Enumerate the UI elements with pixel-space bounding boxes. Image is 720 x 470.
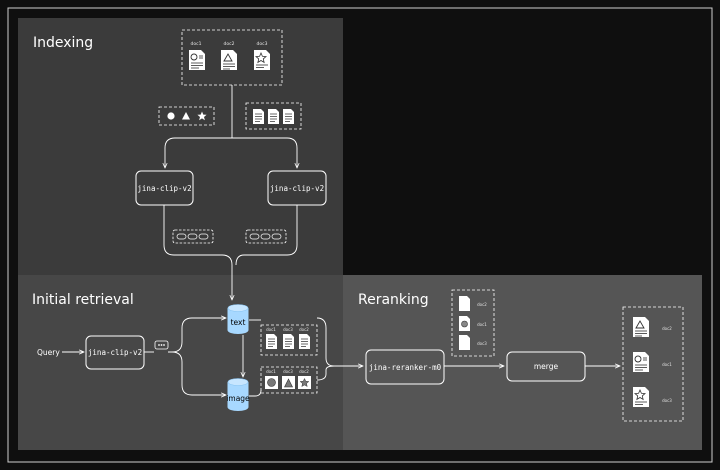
document-icon xyxy=(459,335,470,350)
star-icon xyxy=(299,377,310,388)
input-doc-2: doc2 xyxy=(220,41,238,71)
image-results: doc1 doc3 doc2 xyxy=(260,366,318,394)
circle-icon xyxy=(267,378,276,387)
svg-text:text: text xyxy=(231,318,246,327)
document-icon xyxy=(252,108,265,125)
indexing-title: Indexing xyxy=(33,35,93,51)
shapes-document-icon xyxy=(220,49,238,71)
svg-text:doc3: doc3 xyxy=(257,41,268,47)
shapes-document-icon xyxy=(632,316,650,338)
indexing-panel xyxy=(18,18,343,275)
svg-text:doc2: doc2 xyxy=(299,369,309,374)
index-connectors xyxy=(163,205,298,300)
panels xyxy=(7,7,713,463)
triangle-icon xyxy=(182,112,190,120)
svg-text:doc1: doc1 xyxy=(662,362,672,367)
database-text: text xyxy=(227,304,249,334)
retrieval-panel xyxy=(18,275,343,450)
svg-text:doc1: doc1 xyxy=(477,322,487,327)
text-parts xyxy=(245,102,302,130)
embedding-vector-icon xyxy=(245,229,287,244)
svg-text:doc2: doc2 xyxy=(224,41,235,47)
star-document-icon xyxy=(253,49,271,71)
clip-encoder-query: jina-clip-v2 xyxy=(85,335,145,370)
embedding-vector-icon xyxy=(172,229,214,244)
input-doc-3: doc3 xyxy=(253,41,271,71)
image-document-icon xyxy=(632,351,650,373)
circle-icon xyxy=(167,112,175,120)
document-icon xyxy=(459,296,470,311)
svg-text:doc3: doc3 xyxy=(283,327,293,332)
svg-text:doc2: doc2 xyxy=(477,302,487,307)
query-embedding-icon xyxy=(144,340,169,353)
split-connectors xyxy=(165,85,297,168)
query-label: Query xyxy=(37,348,60,357)
results-connectors xyxy=(249,317,363,397)
retrieval-connectors xyxy=(168,318,226,395)
image-document-icon xyxy=(458,315,471,332)
svg-text:doc3: doc3 xyxy=(477,341,487,346)
image-document-icon xyxy=(188,49,206,71)
svg-text:jina-clip-v2: jina-clip-v2 xyxy=(137,184,191,193)
reranker-node: jina-reranker-m0 xyxy=(365,349,445,385)
svg-text:merge: merge xyxy=(534,362,559,371)
svg-text:jina-clip-v2: jina-clip-v2 xyxy=(270,184,324,193)
input-doc-1: doc1 xyxy=(188,41,206,71)
document-icon xyxy=(298,333,311,350)
svg-text:doc3: doc3 xyxy=(283,369,293,374)
merge-node: merge xyxy=(506,351,586,382)
document-icon xyxy=(282,333,295,350)
database-image: image xyxy=(226,378,250,411)
star-document-icon xyxy=(632,386,650,408)
initial-retrieval-title: Initial retrieval xyxy=(32,292,134,308)
svg-text:jina-clip-v2: jina-clip-v2 xyxy=(88,348,142,357)
svg-text:jina-reranker-m0: jina-reranker-m0 xyxy=(369,363,442,372)
rerank-candidates: doc2 doc1 doc3 xyxy=(451,289,495,357)
clip-encoder-left: jina-clip-v2 xyxy=(135,170,194,206)
star-icon xyxy=(197,111,207,121)
reranking-title: Reranking xyxy=(358,292,429,308)
image-parts xyxy=(158,106,215,126)
triangle-icon xyxy=(284,378,293,388)
final-ranking: doc2 doc1 doc3 xyxy=(622,306,684,422)
svg-text:image: image xyxy=(226,394,250,403)
svg-text:doc2: doc2 xyxy=(662,326,672,331)
svg-text:doc1: doc1 xyxy=(266,327,276,332)
text-results: doc1 doc3 doc2 xyxy=(260,324,318,356)
document-icon xyxy=(267,108,280,125)
svg-text:doc3: doc3 xyxy=(662,398,672,403)
document-icon xyxy=(282,108,295,125)
svg-text:doc2: doc2 xyxy=(299,327,309,332)
svg-text:doc1: doc1 xyxy=(191,41,202,47)
svg-text:doc1: doc1 xyxy=(266,369,276,374)
document-icon xyxy=(265,333,278,350)
